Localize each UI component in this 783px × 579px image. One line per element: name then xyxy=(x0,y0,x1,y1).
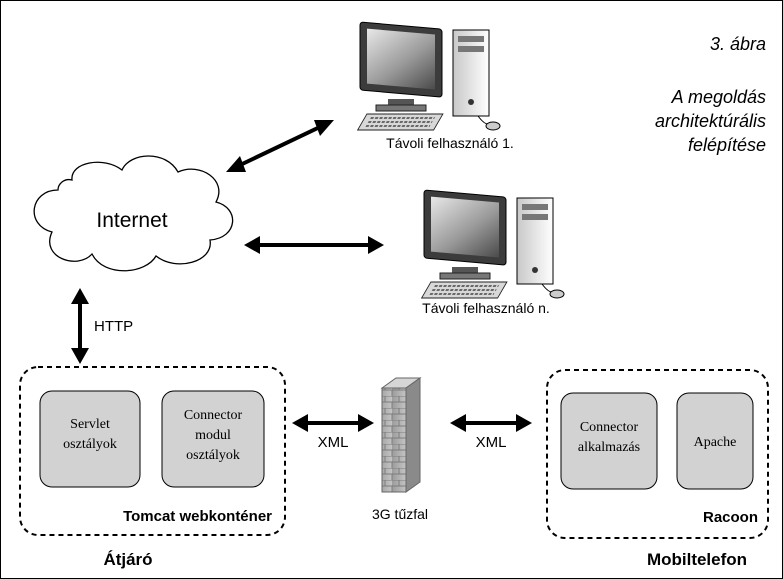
figure-number: 3. ábra xyxy=(710,34,766,54)
xml-left-label: XML xyxy=(318,434,349,451)
connector-module-box xyxy=(161,390,265,488)
arrow-internet-computer-n xyxy=(244,236,384,254)
apache-box xyxy=(676,392,754,490)
firewall-label: 3G tűzfal xyxy=(372,506,428,522)
mobile-phone-label: Mobiltelefon xyxy=(647,550,747,569)
arrow-internet-computer-1 xyxy=(226,120,334,172)
remote-user-1-label: Távoli felhasználó 1. xyxy=(386,135,514,151)
servlet-module-box xyxy=(39,390,141,488)
tomcat-title: Tomcat webkonténer xyxy=(123,508,272,525)
tomcat-container xyxy=(19,366,286,536)
arrow-http xyxy=(71,288,89,364)
connector-app-line-2: alkalmazás xyxy=(578,440,640,455)
servlet-module-line-1: Servlet xyxy=(70,417,110,432)
figure-caption-line-2: architektúrális xyxy=(655,111,766,131)
arrow-xml-left xyxy=(292,414,374,432)
connector-module-line-1: Connector xyxy=(184,408,243,423)
arrow-xml-right xyxy=(450,414,532,432)
remote-computer-n-icon xyxy=(420,189,565,299)
connector-module-line-2: modul xyxy=(195,428,231,443)
gateway-label: Átjáró xyxy=(103,550,152,569)
servlet-module-line-2: osztályok xyxy=(63,437,117,452)
figure-caption-line-3: felépítése xyxy=(688,135,766,155)
xml-right-label: XML xyxy=(476,434,507,451)
internet-label: Internet xyxy=(96,209,167,232)
connector-app-line-1: Connector xyxy=(580,420,639,435)
racoon-title: Racoon xyxy=(703,509,758,526)
http-label: HTTP xyxy=(94,318,133,335)
connector-app-box xyxy=(560,392,658,490)
connector-module-line-3: osztályok xyxy=(186,448,240,463)
remote-user-n-label: Távoli felhasználó n. xyxy=(422,300,550,316)
internet-cloud-icon xyxy=(33,155,234,272)
firewall-icon xyxy=(380,377,422,493)
remote-computer-1-icon xyxy=(356,21,501,131)
apache-label: Apache xyxy=(694,435,737,450)
racoon-container xyxy=(546,369,769,539)
figure-caption-line-1: A megoldás xyxy=(671,87,766,107)
